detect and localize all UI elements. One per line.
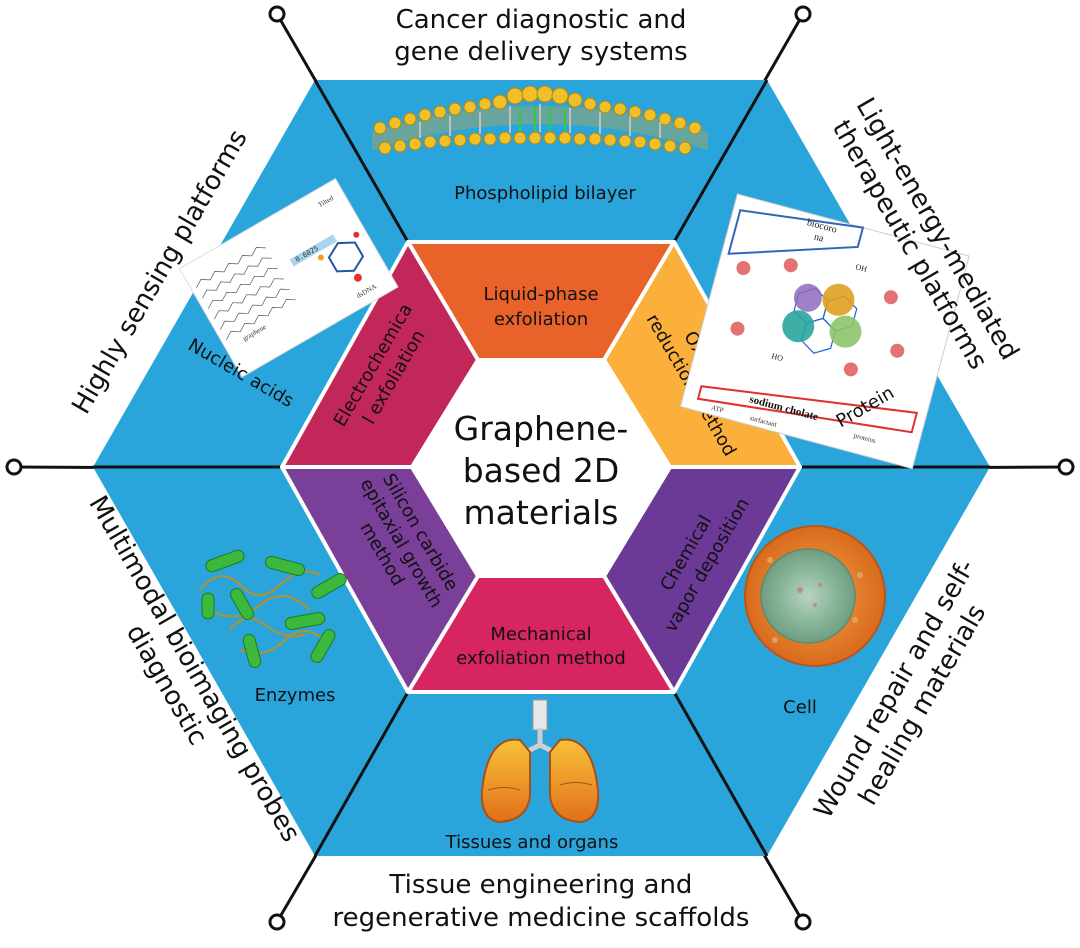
svg-text:na: na	[813, 232, 826, 245]
protein-orange	[822, 283, 855, 316]
mechanical-label-1: Mechanical	[490, 624, 591, 645]
lipid-tails	[419, 104, 661, 138]
endpoint-circle-bottom-right	[794, 913, 812, 931]
lipid-heads-bottom	[378, 131, 692, 155]
tissues-organs-label: Tissues and organs	[445, 832, 619, 853]
nucleic-inset-panel	[178, 178, 399, 378]
endpoint-circle-bottom-left	[268, 913, 286, 931]
lipid-green-chains	[519, 106, 566, 134]
nucleic-acids-inset: 0.6025 Tilted graphene dsDNA	[178, 178, 399, 378]
enzymes-label: Enzymes	[255, 685, 336, 706]
cell-organelles	[797, 583, 822, 607]
enzymes-illustration	[199, 549, 347, 669]
enzyme-helices	[201, 549, 347, 669]
endpoint-circle-top-left	[268, 5, 286, 23]
cancer-label-2: gene delivery systems	[394, 37, 687, 67]
sodium-cholate-wedge	[696, 385, 919, 434]
liquid-phase-label-1: Liquid-phase	[483, 284, 598, 305]
protein-inset-panel	[679, 193, 970, 470]
endpoint-circle-top-right	[794, 5, 812, 23]
center-title-line3: materials	[464, 493, 619, 532]
trachea	[532, 699, 548, 731]
cell-vesicles	[767, 557, 863, 643]
protein-teal	[782, 310, 815, 343]
endpoint-circle-right	[1057, 458, 1075, 476]
cell-label: Cell	[783, 697, 817, 718]
protein-inset: biocoro na OH HO sodium cholate ATP surf…	[679, 193, 970, 470]
protein-red-spheres	[730, 258, 905, 377]
endpoint-circle-left	[5, 458, 23, 476]
graphene-lattice	[196, 247, 296, 340]
cell-nucleus	[760, 548, 856, 644]
base-ring	[327, 241, 365, 273]
tissue-engineering-label-2: regenerative medicine scaffolds	[333, 903, 750, 933]
left-lung	[480, 738, 531, 824]
cancer-label-1: Cancer diagnostic and	[396, 5, 687, 35]
cell-illustration	[744, 525, 886, 667]
lipid-heads-top	[373, 85, 702, 135]
svg-text:OH: OH	[854, 262, 868, 274]
mechanical-label-2: exfoliation method	[456, 648, 626, 669]
spoke-endpoints	[5, 5, 1075, 931]
center-hexagon	[410, 358, 672, 578]
protein-green	[829, 315, 862, 348]
lungs-illustration	[480, 699, 600, 824]
protein-purple	[793, 283, 822, 312]
method-hexagon	[280, 240, 802, 694]
tissue-engineering-label-1: Tissue engineering and	[389, 870, 693, 900]
svg-text:ATP: ATP	[710, 404, 724, 415]
liquid-phase-label-2: exfoliation	[494, 309, 588, 330]
phospholipid-bilayer-illustration	[372, 85, 708, 155]
svg-text:HO: HO	[770, 352, 784, 364]
biocorona-wedge	[727, 209, 865, 255]
center-title-line1: Graphene-	[454, 409, 629, 448]
center-title: Graphene- based 2D materials	[454, 409, 629, 532]
right-lung	[549, 738, 600, 824]
tilt-band	[289, 234, 337, 267]
spoke-lines-inner	[93, 79, 990, 857]
center-title-line2: based 2D	[463, 451, 620, 490]
phospholipid-label: Phospholipid bilayer	[454, 183, 636, 204]
